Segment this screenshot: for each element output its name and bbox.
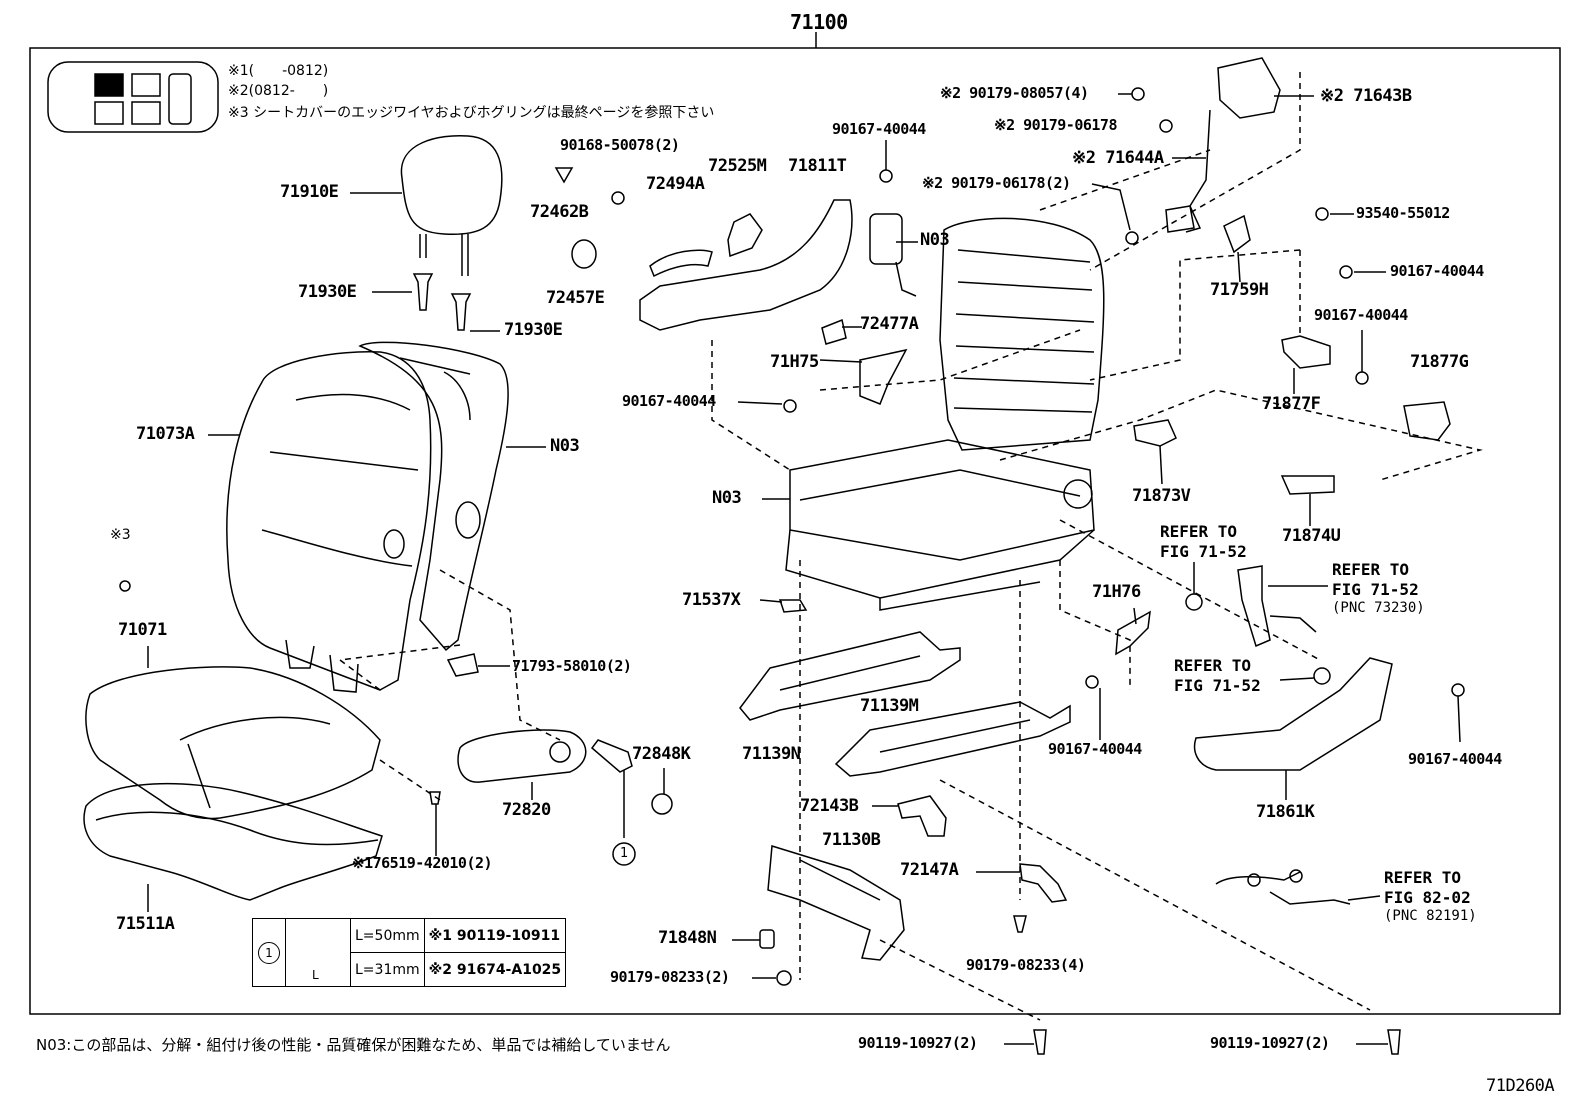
bolt-table-circle: 1 [252, 918, 286, 987]
note-1: ※1( -0812) [228, 63, 329, 79]
recliner-cover-drawing [556, 140, 906, 412]
seatback-pad-drawing [360, 342, 546, 650]
part-71H76[interactable]: 71H76 [1092, 582, 1141, 602]
bolt-part-2[interactable]: ※2 91674-A1025 [423, 952, 567, 987]
part-71811T[interactable]: 71811T [788, 156, 847, 176]
part-71139M[interactable]: 71139M [860, 696, 919, 716]
seat-position-icon [48, 62, 218, 132]
part-71910E[interactable]: 71910E [280, 182, 339, 202]
part-71848N[interactable]: 71848N [658, 928, 717, 948]
part-71511A[interactable]: 71511A [116, 914, 175, 934]
side-airbag-drawing [870, 214, 918, 296]
part-71643B[interactable]: ※2 71643B [1320, 86, 1412, 106]
part-71861K[interactable]: 71861K [1256, 802, 1315, 822]
part-71877G[interactable]: 71877G [1410, 352, 1469, 372]
bolt-spec-table: 1 L L=50mm ※1 90119-10911 L=31mm ※2 9167… [252, 918, 567, 987]
part-71873V[interactable]: 71873V [1132, 486, 1191, 506]
part-90179-06178-a[interactable]: ※2 90179-06178 [994, 116, 1117, 134]
part-71139N[interactable]: 71139N [742, 744, 801, 764]
refer-d-pnc: (PNC 82191) [1384, 908, 1477, 924]
part-71930E-a[interactable]: 71930E [298, 282, 357, 302]
part-N03-airbag[interactable]: N03 [920, 230, 950, 250]
part-71793-58010[interactable]: 71793-58010(2) [512, 657, 632, 675]
part-71930E-b[interactable]: 71930E [504, 320, 563, 340]
refer-d-line2: FIG 82-02 [1384, 888, 1471, 907]
part-90179-06178-b[interactable]: ※2 90179-06178(2) [922, 174, 1071, 192]
part-N03-frame[interactable]: N03 [712, 488, 742, 508]
part-90179-08233-b[interactable]: 90179-08233(4) [966, 956, 1086, 974]
part-90167-40044-r2[interactable]: 90167-40044 [1314, 306, 1408, 324]
part-72462B[interactable]: 72462B [530, 202, 589, 222]
refer-b-line2: FIG 71-52 [1332, 580, 1419, 599]
refer-d-line1: REFER TO [1384, 868, 1462, 887]
part-72457E[interactable]: 72457E [546, 288, 605, 308]
part-90167-40044-br[interactable]: 90167-40044 [1408, 750, 1502, 768]
part-72820[interactable]: 72820 [502, 800, 551, 820]
refer-a-line2: FIG 71-52 [1160, 542, 1247, 561]
part-72494A[interactable]: 72494A [646, 174, 705, 194]
bolt-table-circle-number: 1 [258, 941, 280, 964]
bolt-len-1: L=50mm [350, 918, 425, 953]
note-3: ※3 シートカバーのエッジワイヤおよびホグリングは最終ページを参照下さい [228, 105, 715, 121]
cushion-pad-drawing [84, 784, 382, 912]
note-2: ※2(0812- ) [228, 83, 329, 99]
part-71874U[interactable]: 71874U [1282, 526, 1341, 546]
hog-ring-drawing [120, 581, 130, 591]
part-90167-40044-r1[interactable]: 90167-40044 [1390, 262, 1484, 280]
seat-frame-drawing [762, 218, 1104, 610]
circle-1-callout: 1 [620, 846, 629, 861]
part-90167-40044-left[interactable]: 90167-40044 [622, 392, 716, 410]
part-90179-08233-a[interactable]: 90179-08233(2) [610, 968, 730, 986]
part-72143B[interactable]: 72143B [800, 796, 859, 816]
part-71877F[interactable]: 71877F [1262, 394, 1321, 414]
right-dashed-leaders [712, 72, 1480, 1020]
part-star3: ※3 [110, 527, 131, 543]
refer-c-line2: FIG 71-52 [1174, 676, 1261, 695]
part-71H75[interactable]: 71H75 [770, 352, 819, 372]
bolt-dim-label: L [312, 968, 319, 982]
part-71759H[interactable]: 71759H [1210, 280, 1269, 300]
part-71644A[interactable]: ※2 71644A [1072, 148, 1164, 168]
bolt-table-icon-cell: L [285, 918, 351, 987]
figure-code: 71D260A [1486, 1076, 1555, 1096]
part-93540-55012[interactable]: 93540-55012 [1356, 204, 1450, 222]
assembly-frame [30, 32, 1560, 1014]
part-72525M[interactable]: 72525M [708, 156, 767, 176]
assembly-number: 71100 [790, 10, 848, 34]
armrest-drawing [430, 654, 672, 865]
refer-fig-82-02[interactable]: REFER TO FIG 82-02 (PNC 82191) [1384, 868, 1477, 926]
footer-note: N03:この部品は、分解・組付け後の性能・品質確保が困難なため、単品では補給して… [36, 1036, 671, 1054]
part-72477A[interactable]: 72477A [860, 314, 919, 334]
part-71537X[interactable]: 71537X [682, 590, 741, 610]
bolt-len-2: L=31mm [350, 952, 425, 987]
refer-b-pnc: (PNC 73230) [1332, 600, 1425, 616]
part-76519-42010[interactable]: ※176519-42010(2) [352, 854, 493, 872]
seatback-cover-drawing [208, 352, 431, 692]
refer-fig-71-52-b[interactable]: REFER TO FIG 71-52 (PNC 73230) [1332, 560, 1425, 618]
refer-a-line1: REFER TO [1160, 522, 1238, 541]
part-72848K[interactable]: 72848K [632, 744, 691, 764]
part-90167-40044-mid[interactable]: 90167-40044 [1048, 740, 1142, 758]
seat-rails-drawing [732, 600, 1400, 1054]
headrest-drawing [350, 136, 502, 331]
part-71071[interactable]: 71071 [118, 620, 167, 640]
part-90168-50078[interactable]: 90168-50078(2) [560, 136, 680, 154]
bolt-part-1[interactable]: ※1 90119-10911 [423, 918, 567, 953]
part-71073A[interactable]: 71073A [136, 424, 195, 444]
refer-fig-71-52-a[interactable]: REFER TO FIG 71-52 [1160, 522, 1247, 562]
refer-b-line1: REFER TO [1332, 560, 1410, 579]
part-90119-10927-b[interactable]: 90119-10927(2) [1210, 1034, 1330, 1052]
refer-c-line1: REFER TO [1174, 656, 1252, 675]
refer-fig-71-52-c[interactable]: REFER TO FIG 71-52 [1174, 656, 1261, 696]
part-90119-10927-a[interactable]: 90119-10927(2) [858, 1034, 978, 1052]
part-72147A[interactable]: 72147A [900, 860, 959, 880]
part-N03-back[interactable]: N03 [550, 436, 580, 456]
part-90179-08057[interactable]: ※2 90179-08057(4) [940, 84, 1089, 102]
right-small-parts-drawing [1086, 58, 1464, 904]
cushion-cover-drawing [86, 646, 380, 818]
part-90167-40044-top[interactable]: 90167-40044 [832, 120, 926, 138]
part-71130B[interactable]: 71130B [822, 830, 881, 850]
